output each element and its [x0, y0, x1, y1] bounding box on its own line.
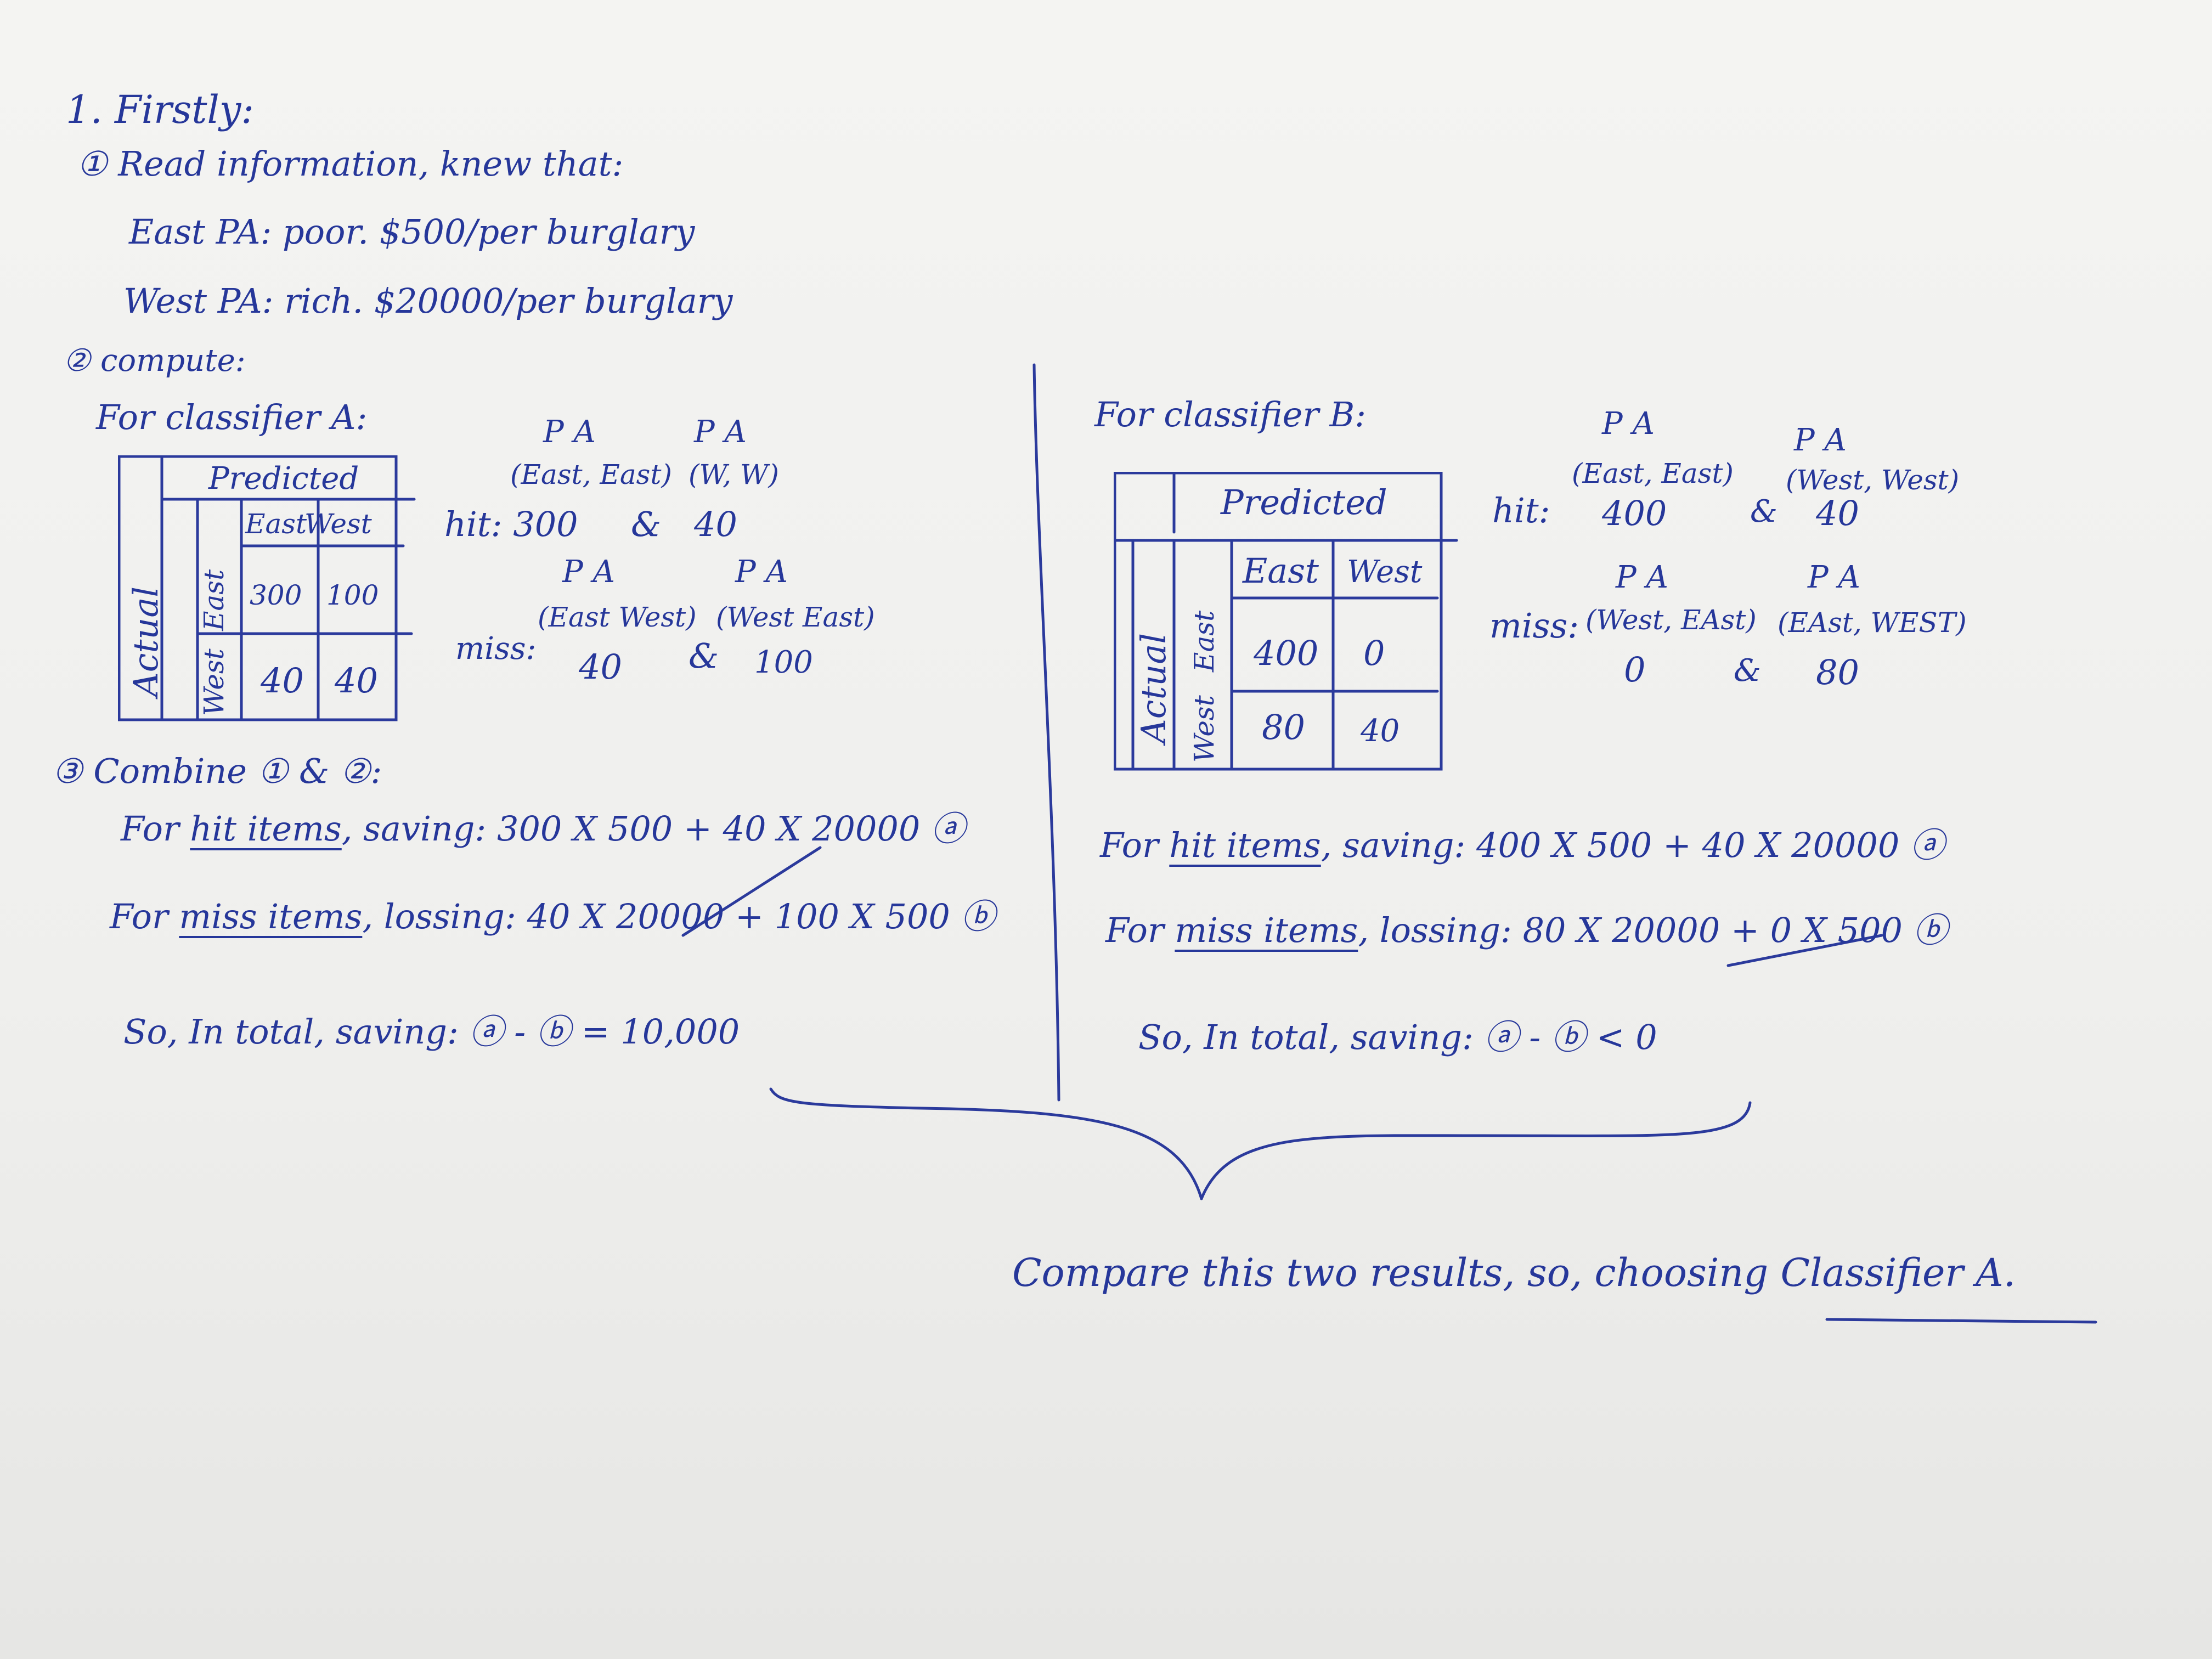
brace-left	[769, 1087, 1203, 1200]
b-hit-line-underlined: hit items	[1169, 825, 1321, 865]
a-hit-line-underlined: hit items	[190, 809, 342, 849]
b-hit-line-pre: For	[1100, 825, 1159, 865]
a-hit-pa1: P A	[543, 414, 596, 450]
b-hit-pair1: (East, East)	[1572, 458, 1734, 489]
a-miss-pa2: P A	[735, 554, 788, 590]
cell-ww: 40	[335, 661, 378, 701]
brace-right	[1200, 1101, 1752, 1200]
cell-ww: 40	[1361, 713, 1400, 749]
b-total: So, In total, saving: ⓐ - ⓑ < 0	[1138, 1017, 1657, 1057]
b-hit-line: For hit items, saving: 400 X 500 + 40 X …	[1100, 828, 1944, 862]
a-miss-label: miss:	[455, 631, 537, 667]
b-miss-amp: &	[1734, 653, 1761, 689]
actual-label: Actual	[1133, 633, 1173, 743]
b-hit-label: hit:	[1492, 490, 1550, 531]
a-miss-val1: 40	[579, 647, 622, 687]
b-hit-line-rest: , saving: 400 X 500 + 40 X 20000 ⓐ	[1321, 825, 1945, 865]
a-miss-pa1: P A	[562, 554, 615, 590]
cell-ee: 400	[1254, 633, 1319, 673]
b-miss-line-pre: For	[1105, 910, 1164, 950]
east-info: East PA: poor. $500/per burglary	[129, 212, 695, 252]
a-hit-amp: &	[631, 504, 662, 544]
row-west-label: West	[1188, 695, 1220, 763]
a-hit-val2: 40	[694, 504, 737, 544]
col-east-label: East	[245, 508, 307, 540]
b-miss-pair1: (West, EAst)	[1585, 604, 1757, 636]
b-hit-val2: 40	[1816, 493, 1859, 533]
b-hit-amp: &	[1750, 494, 1778, 529]
step1-text: ① Read information, knew that:	[77, 144, 624, 184]
b-hit-pa2: P A	[1794, 422, 1847, 458]
classifier-a-title: For classifier A:	[96, 397, 368, 437]
a-miss-line-rest: , lossing: 40 X 20000 + 100 X 500 ⓑ	[362, 896, 995, 936]
cell-ew: 0	[1363, 633, 1385, 673]
a-total: So, In total, saving: ⓐ - ⓑ = 10,000	[123, 1012, 740, 1052]
predicted-label: Predicted	[1221, 482, 1387, 522]
a-hit-label: hit: 300	[444, 504, 578, 544]
a-hit-line-pre: For	[121, 809, 179, 849]
b-miss-pair2: (EAst, WEST)	[1778, 607, 1967, 639]
b-hit-val1: 400	[1602, 493, 1667, 533]
a-miss-line: For miss items, lossing: 40 X 20000 + 10…	[110, 900, 995, 934]
strike-b	[1726, 934, 1883, 967]
choice-underline	[1825, 1318, 2097, 1324]
col-west-label: West	[304, 508, 372, 540]
predicted-label: Predicted	[208, 461, 359, 496]
b-miss-pa1: P A	[1616, 560, 1668, 595]
a-hit-line: For hit items, saving: 300 X 500 + 40 X …	[121, 812, 965, 846]
strike-a	[681, 846, 822, 937]
conclusion-choice: Classifier A.	[1780, 1250, 2016, 1295]
conclusion-text: Compare this two results, so, choosing	[1012, 1250, 1769, 1295]
cell-ee: 300	[250, 579, 302, 611]
a-miss-line-pre: For	[110, 896, 168, 936]
b-miss-line-rest: , lossing: 80 X 20000 + 0 X 500 ⓑ	[1358, 910, 1948, 950]
a-miss-amp: &	[689, 636, 719, 676]
col-east-label: East	[1243, 551, 1319, 591]
page-divider	[1032, 363, 1060, 1102]
b-miss-pa2: P A	[1808, 560, 1860, 595]
b-miss-line: For miss items, lossing: 80 X 20000 + 0 …	[1105, 913, 1948, 947]
a-miss-pair2: (West East)	[716, 601, 875, 633]
cell-ew: 100	[326, 579, 379, 611]
classifier-a-table: Predicted East West Actual East West 300…	[118, 455, 416, 721]
b-hit-pair2: (West, West)	[1786, 464, 1960, 496]
actual-label: Actual	[126, 586, 166, 697]
a-hit-pa2: P A	[694, 414, 747, 450]
a-miss-pair1: (East West)	[538, 601, 697, 633]
row-west-label: West	[198, 648, 230, 716]
cell-we: 80	[1262, 707, 1305, 747]
b-miss-val1: 0	[1624, 650, 1646, 690]
west-info: West PA: rich. $20000/per burglary	[123, 281, 733, 321]
b-miss-line-underlined: miss items	[1175, 910, 1358, 950]
cell-we: 40	[261, 661, 304, 701]
classifier-b-title: For classifier B:	[1094, 394, 1367, 435]
conclusion: Compare this two results, so, choosing C…	[1012, 1254, 2016, 1292]
a-hit-pair2: (W, W)	[689, 459, 779, 490]
step2-text: ② compute:	[63, 343, 246, 379]
a-hit-pair1: (East, East)	[510, 459, 672, 490]
a-miss-val2: 100	[754, 645, 813, 680]
step3-text: ③ Combine ① & ②:	[52, 751, 382, 791]
a-hit-line-rest: , saving: 300 X 500 + 40 X 20000 ⓐ	[341, 809, 966, 849]
section-heading: 1. Firstly:	[66, 87, 255, 132]
classifier-b-table: Predicted East West Actual East West 400…	[1114, 472, 1458, 782]
col-west-label: West	[1347, 554, 1423, 590]
b-hit-pa1: P A	[1602, 406, 1655, 442]
row-east-label: East	[1188, 610, 1220, 672]
a-miss-line-underlined: miss items	[179, 896, 363, 936]
row-east-label: East	[198, 569, 230, 631]
b-miss-label: miss:	[1489, 606, 1579, 646]
b-miss-val2: 80	[1816, 652, 1859, 692]
